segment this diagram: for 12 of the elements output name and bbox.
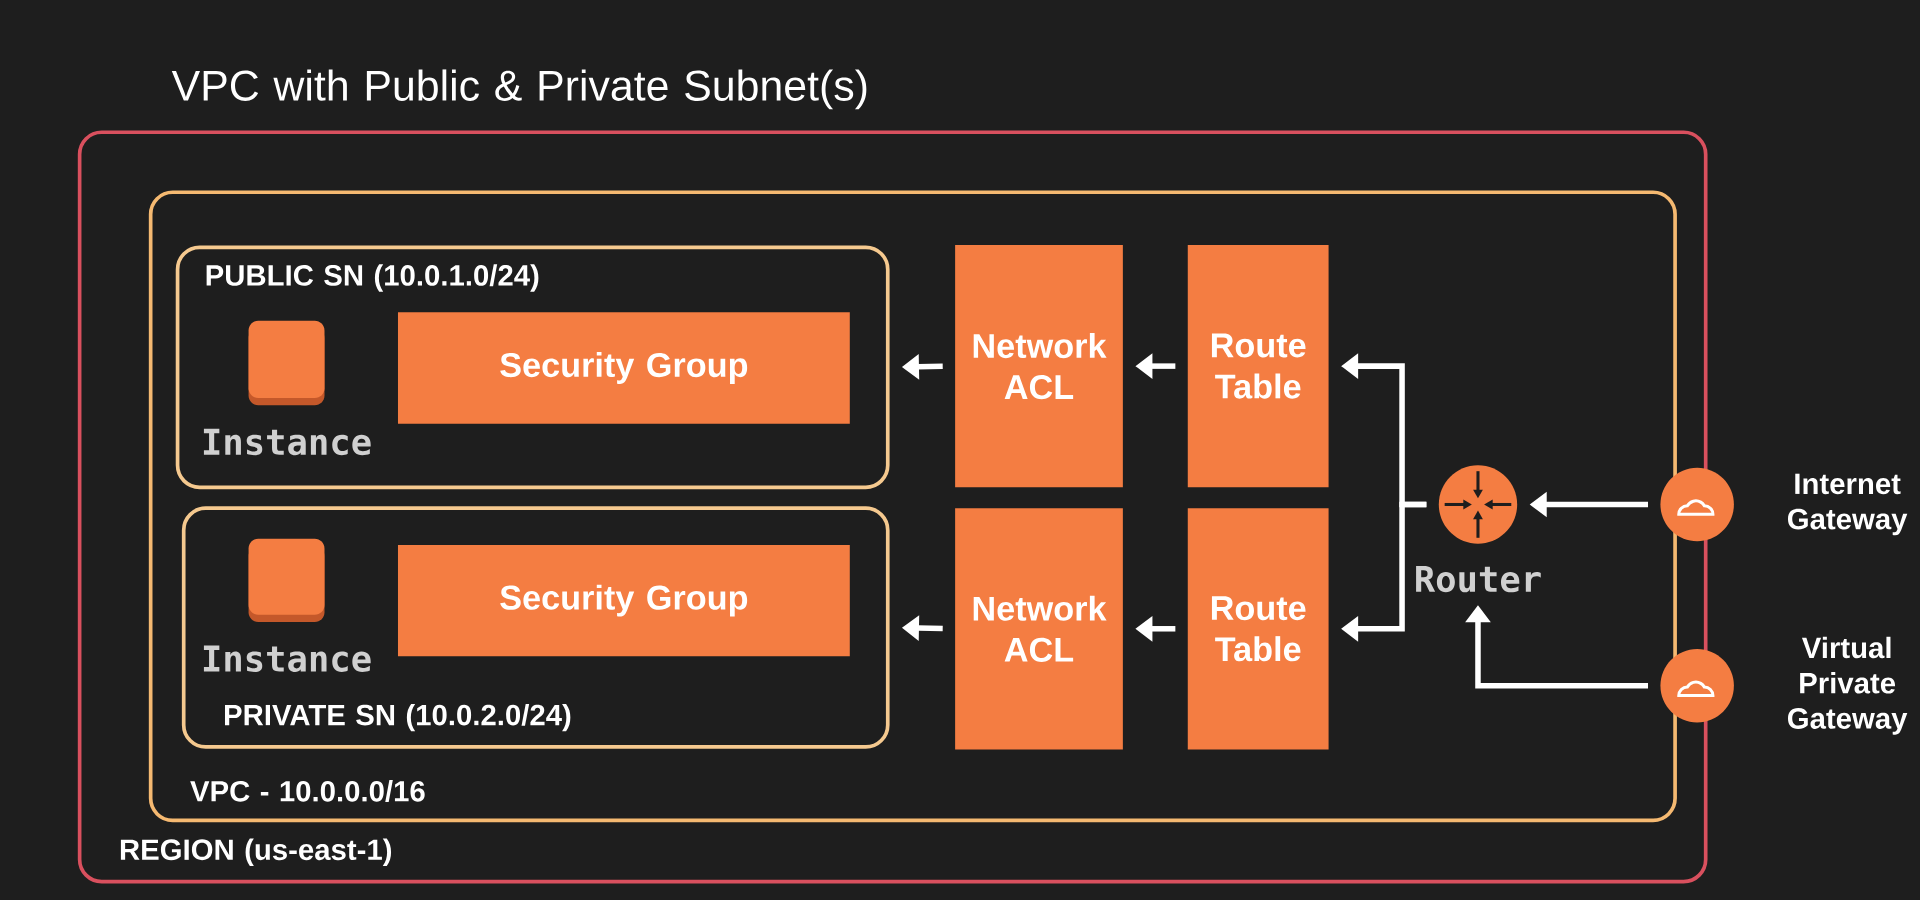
route-table-box: Route Table [1187, 508, 1329, 750]
instance-label: Instance [203, 428, 371, 456]
network-acl-box: Network ACL [955, 508, 1123, 750]
network-acl-box: Network ACL [955, 244, 1123, 488]
gateway-label: Internet Gateway [1788, 473, 1908, 536]
router-label: Router [1416, 565, 1541, 593]
security-group-box: Security Group [398, 312, 850, 424]
instance-label: Instance [203, 645, 371, 672]
security-group-box: Security Group [398, 544, 850, 657]
title: VPC with Public & Private Subnet(s) [171, 69, 867, 110]
gateway-label: Virtual Private Gateway [1788, 636, 1908, 735]
route-table-box: Route Table [1187, 244, 1329, 488]
